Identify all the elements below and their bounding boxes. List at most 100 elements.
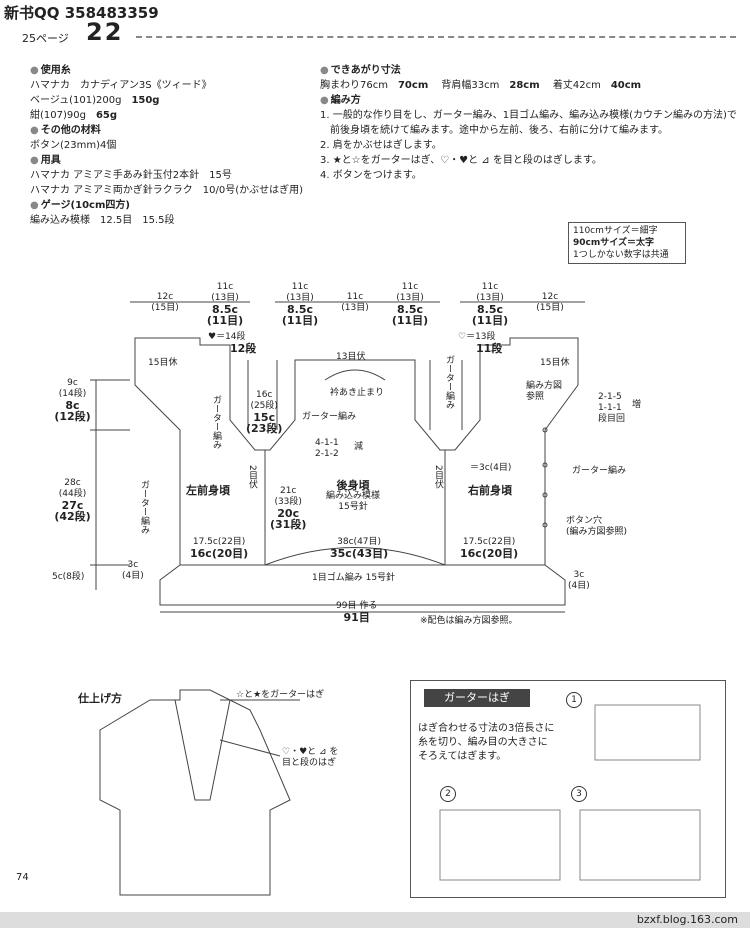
top-11m-2: (11目) — [281, 314, 319, 327]
btn-1: ボタン穴 — [566, 516, 603, 526]
dim-top-left-label: 12c(15目) — [140, 292, 190, 314]
heart-12: 12段 — [230, 342, 257, 355]
back-name: 後身頃 — [336, 479, 370, 492]
dim-top-c-label: 11c(13目)8.5c(11目) — [385, 282, 435, 326]
star-bound-off-left: 15目休 — [148, 358, 178, 368]
body-outline — [134, 337, 579, 606]
buttonhole-label: ボタン穴(編み方図参照) — [566, 516, 627, 538]
neck-15c: 15c — [253, 411, 276, 424]
finish-pointer2 — [219, 739, 281, 757]
yarn3-b: 65g — [95, 110, 118, 121]
step-3-icon: 3 — [571, 786, 587, 802]
buttonhole-1 — [542, 427, 548, 433]
left-body-dim: 28c(44段)27c(42段) — [50, 478, 95, 522]
top-11c-1: 11c — [216, 282, 234, 292]
neck-25: (25段) — [250, 401, 278, 411]
right-3c-label: ＝3c(4目) — [470, 463, 512, 473]
page-number: 22 — [86, 18, 124, 46]
size-shoulder: 背肩幅33cm — [441, 80, 500, 91]
size-shoulder-b: 28cm — [509, 80, 540, 91]
left-12: (12段) — [54, 410, 91, 423]
garter-vertical-left: ガーター編み — [211, 395, 221, 449]
bottom-center-dim: 38c(47目)35c(43目) — [330, 537, 388, 559]
left-28c: 28c — [64, 478, 81, 488]
left-8c: 8c — [65, 399, 80, 412]
left-4m: (4目) — [122, 571, 144, 581]
size-line: 胸まわり76cm 70cm 背肩幅33cm 28cm 着丈42cm 40cm — [320, 78, 740, 93]
method-step4: 4. ボタンをつけます。 — [320, 170, 422, 181]
dim-top-b-label: 11c(13目)8.5c(11目) — [275, 282, 325, 326]
star-bound-off-right: 15目休 — [540, 358, 570, 368]
footer-bar — [0, 912, 750, 928]
tools-line2: ハマナカ アミアミ両かぎ針ラクラク 10/0号(かぶせはぎ用) — [30, 185, 304, 196]
yarn2-a: ベージュ(101)200g — [30, 95, 122, 106]
gj-t1: はぎ合わせる寸法の3倍長さに — [418, 723, 555, 734]
buttonhole-3 — [542, 492, 548, 498]
legend-line3: 1つしかない数字は共通 — [573, 250, 669, 260]
total-91: 91目 — [343, 611, 370, 624]
total-99: 99目 — [336, 601, 357, 611]
rib-label: 1目ゴム編み 15号針 — [312, 573, 396, 583]
r-4m: (4目) — [568, 581, 590, 591]
bind-off-left: 2目伏 — [247, 465, 257, 489]
dec-1: 4-1-1 — [315, 438, 339, 448]
size-legend: 110cmサイズ＝細字 90cmサイズ＝太字 1つしかない数字は共通 — [568, 222, 686, 264]
page-label: 25ページ — [22, 32, 69, 45]
collar-stop-label: 衿あき止まり — [330, 388, 385, 398]
method-step1b: 前後身頃を続けて編みます。途中から左前、後ろ、右前に分けて編みます。 — [330, 125, 668, 136]
top-11m-3: (11目) — [391, 314, 429, 327]
pattern-ref-label: 編み方図参照 — [526, 381, 562, 403]
top-15-l: (15目) — [151, 303, 179, 313]
left-14: (14段) — [58, 389, 87, 399]
increase-word: 増 — [632, 400, 642, 410]
top-85-1: 8.5c — [211, 303, 238, 316]
left-3c-label: 3c(4目) — [122, 560, 144, 582]
top-13-3: (13目) — [396, 293, 424, 303]
dim-top-right-label: 12c(15目) — [525, 292, 575, 314]
method-step2: 2. 肩をかぶせはぎします。 — [320, 140, 442, 151]
footer-url: bzxf.blog.163.com — [636, 913, 738, 926]
method-step1: 1. 一般的な作り目をし、ガーター編み、1目ゴム編み、編み込み模様(カウチン編み… — [320, 110, 737, 121]
top-85-4: 8.5c — [476, 303, 503, 316]
bottom-right-dim: 17.5c(22目)16c(20目) — [460, 537, 518, 559]
back-needle: 15号針 — [338, 502, 368, 512]
finish-title: 仕上げ方 — [78, 692, 122, 705]
yarn3-a: 紺(107)90g — [30, 110, 86, 121]
materials-heading: その他の材料 — [30, 123, 320, 138]
page-footer-number: 74 — [16, 872, 29, 883]
b-175-r: 17.5c(22目) — [462, 537, 516, 547]
materials-section: 使用糸 ハマナカ カナディアン3S《ツィード》 ベージュ(101)200g 15… — [30, 63, 320, 228]
inc-3: 段目回 — [598, 414, 626, 424]
neck-23: (23段) — [246, 422, 283, 435]
size-length: 着丈42cm — [552, 80, 601, 91]
gauge-heading: ゲージ(10cm四方) — [30, 198, 320, 213]
size-chest: 胸まわり76cm — [320, 80, 388, 91]
decrease-word: 減 — [354, 442, 364, 452]
top-11m-4: (11目) — [471, 314, 509, 327]
gauge-line1: 編み込み模様 12.5目 15.5段 — [30, 215, 175, 226]
step-2-icon: 2 — [440, 786, 456, 802]
c-21c: 21c — [279, 486, 297, 496]
garter-join-title: ガーターはぎ — [424, 689, 530, 707]
top-11c-3: 11c — [401, 282, 419, 292]
gj-t3: そろえてはぎます。 — [418, 751, 507, 762]
c-20c: 20c — [277, 507, 300, 520]
top-12c-l: 12c — [156, 292, 174, 302]
bottom-left-dim: 17.5c(22目)16c(20目) — [190, 537, 248, 559]
left-27c: 27c — [61, 499, 84, 512]
finish-note2b: 目と段のはぎ — [282, 758, 337, 768]
dec-2: 2-1-2 — [315, 449, 339, 459]
yarn-line3: 紺(107)90g 65g — [30, 108, 320, 123]
top-15-r: (15目) — [536, 303, 564, 313]
heart2-13: ♡＝13段 — [458, 332, 496, 342]
heart-14: ♥＝14段 — [208, 332, 246, 342]
left-42: (42段) — [54, 510, 91, 523]
top-mid-13: (13目) — [341, 303, 369, 313]
yarn-heading: 使用糸 — [30, 63, 320, 78]
neck-16c: 16c — [255, 390, 273, 400]
instructions-section: できあがり寸法 胸まわり76cm 70cm 背肩幅33cm 28cm 着丈42c… — [320, 63, 740, 183]
